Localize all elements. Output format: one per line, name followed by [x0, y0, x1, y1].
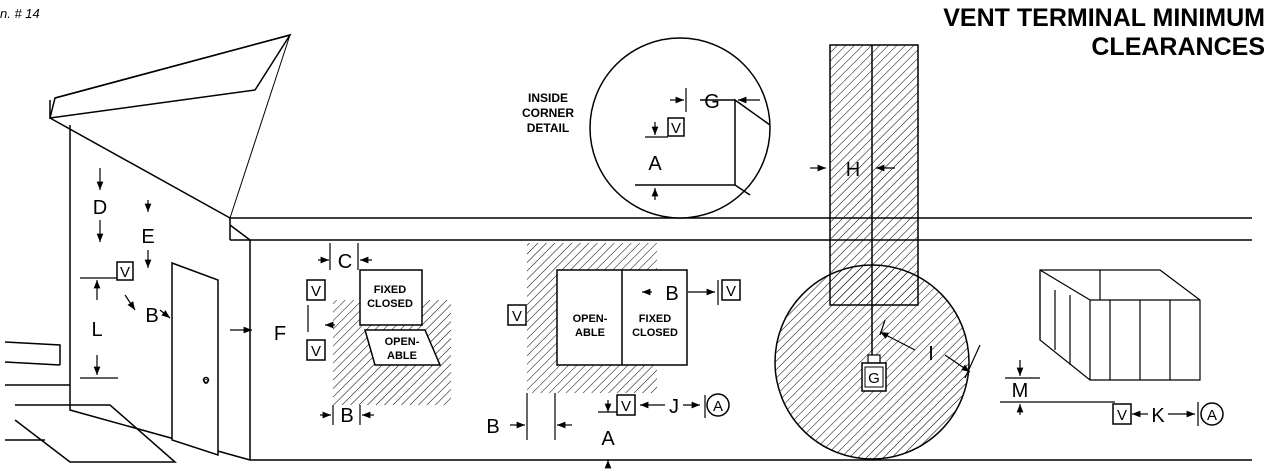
dim-label-b-left: B: [340, 405, 353, 427]
window-left-openable-line2: ABLE: [387, 350, 417, 362]
detail-line-3: DETAIL: [527, 121, 569, 135]
clearance-zones: [333, 44, 970, 460]
gas-meter-symbol: G: [868, 370, 880, 387]
circled-a-2: A: [1207, 407, 1217, 424]
dim-label-j: J: [669, 396, 679, 418]
dim-label-b-right: B: [665, 283, 678, 305]
vent-symbol-7: V: [1117, 407, 1127, 424]
dim-label-l: L: [91, 319, 102, 341]
inside-corner-detail: INSIDE CORNER DETAIL: [522, 37, 771, 219]
page-title: VENT TERMINAL MINIMUM CLEARANCES: [943, 4, 1265, 62]
detail-line-1: INSIDE: [528, 91, 568, 105]
dim-label-a-detail: A: [648, 153, 662, 175]
house-drawing: [4, 33, 1252, 463]
vent-symbol-2: V: [311, 283, 321, 300]
figure-number: n. # 14: [0, 6, 40, 21]
vent-symbol-1: V: [120, 264, 130, 281]
vent-symbol-detail: V: [671, 120, 681, 137]
vent-symbol-4: V: [512, 308, 522, 325]
window-left: FIXED CLOSED OPEN- ABLE: [359, 269, 442, 366]
window-center-openable-line1: OPEN-: [573, 313, 608, 325]
circled-a-symbols: A A: [706, 393, 1224, 426]
dim-label-a: A: [601, 428, 615, 450]
window-left-fixed-line1: FIXED: [374, 284, 406, 296]
dim-label-b-center: B: [486, 416, 499, 438]
title-line-2: CLEARANCES: [1091, 33, 1265, 61]
vent-symbol-5: V: [726, 283, 736, 300]
dim-label-f: F: [274, 323, 286, 345]
vent-terminals: V V V V V V V V G: [116, 117, 1132, 425]
dim-label-g-detail: G: [704, 91, 720, 113]
dim-label-m: M: [1012, 380, 1029, 402]
dim-label-d: D: [93, 197, 107, 219]
dim-label-i: I: [928, 343, 934, 365]
vent-symbol-3: V: [311, 343, 321, 360]
dim-label-b-door: B: [145, 305, 158, 327]
circled-a-1: A: [713, 398, 723, 415]
porch-structure: [1039, 269, 1201, 381]
window-center: OPEN- ABLE FIXED CLOSED: [556, 269, 688, 366]
dimension-letters: D E L B F C B B B A J H I M K G A: [91, 91, 1165, 450]
window-left-openable-line1: OPEN-: [385, 336, 420, 348]
dim-label-k: K: [1151, 405, 1165, 427]
dim-label-c: C: [338, 251, 352, 273]
window-center-fixed-line1: FIXED: [639, 313, 671, 325]
dim-label-e: E: [141, 226, 154, 248]
door-knob: o: [203, 376, 208, 386]
vent-symbol-6: V: [621, 398, 631, 415]
detail-line-2: CORNER: [522, 106, 574, 120]
dimension-lines: [80, 88, 1199, 469]
window-center-openable-line2: ABLE: [575, 327, 605, 339]
window-left-fixed-line2: CLOSED: [367, 298, 413, 310]
title-line-1: VENT TERMINAL MINIMUM: [943, 4, 1265, 32]
window-center-fixed-line2: CLOSED: [632, 327, 678, 339]
dim-label-h: H: [846, 159, 860, 181]
